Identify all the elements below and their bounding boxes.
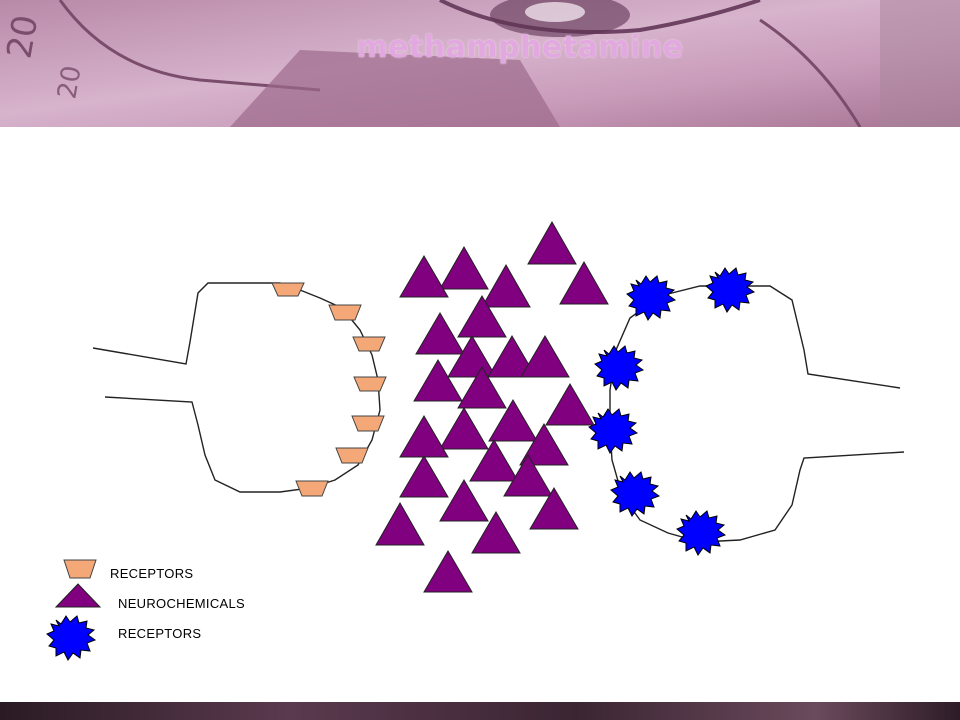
right-neuron-outline: [609, 285, 905, 543]
blue-receptor: [588, 408, 639, 454]
neurochemical: [447, 335, 497, 378]
orange-receptor-icon: [63, 559, 97, 579]
neurochemical: [481, 263, 531, 308]
neurochemical: [457, 366, 507, 409]
neurochemical: [375, 501, 425, 546]
blue-receptor: [676, 510, 727, 556]
neurochemical: [413, 359, 463, 402]
legend: [46, 559, 102, 661]
blue-receptor: [594, 345, 645, 391]
header-background-image: 20 20: [0, 0, 960, 127]
blue-receptor: [705, 267, 756, 313]
neurochemical: [399, 415, 449, 458]
neurochemical: [529, 487, 579, 530]
orange-receptor: [351, 415, 385, 432]
page-title: methamphetamine: [356, 30, 684, 65]
orange-receptor: [295, 480, 329, 497]
neurochemical: [559, 260, 609, 305]
blue-receptor: [610, 471, 661, 517]
neurochemical: [503, 454, 553, 497]
legend-label-neurochemicals: NEUROCHEMICALS: [118, 596, 245, 611]
neurochemical: [545, 383, 595, 426]
orange-receptor: [352, 336, 386, 352]
neurochemical: [423, 550, 473, 593]
header-photo-banner: 20 20 methamphetamine: [0, 0, 960, 127]
footer-photo-strip: [0, 702, 960, 720]
neurochemical: [471, 511, 521, 554]
legend-label-blue-receptors: RECEPTORS: [118, 626, 202, 641]
blue-receptor-icon: [46, 615, 97, 661]
blue-receptors: [588, 267, 756, 556]
neurochemical: [488, 399, 538, 442]
blue-receptor: [626, 275, 677, 321]
neurochemical: [457, 295, 507, 338]
neurochemical: [415, 312, 465, 355]
neurochemical: [439, 407, 489, 450]
neurochemical: [527, 220, 577, 265]
orange-receptors: [271, 282, 387, 497]
neurochemical: [399, 455, 449, 498]
orange-receptor: [328, 304, 362, 321]
neurochemical: [519, 423, 569, 466]
svg-text:20: 20: [52, 63, 87, 101]
neurochemical: [469, 439, 519, 482]
svg-text:20: 20: [0, 12, 46, 62]
neurochemical: [520, 335, 570, 378]
orange-receptor: [353, 376, 387, 392]
neurochemical-triangle-icon: [54, 583, 102, 608]
neurochemical: [487, 335, 537, 378]
orange-receptor: [335, 447, 369, 464]
orange-receptor: [271, 282, 305, 297]
neurochemical: [399, 255, 449, 298]
neurochemical: [439, 479, 489, 522]
legend-label-orange-receptors: RECEPTORS: [110, 566, 194, 581]
neurochemicals: [375, 220, 609, 593]
neurochemical: [439, 245, 489, 290]
left-neuron-outline: [92, 282, 381, 493]
